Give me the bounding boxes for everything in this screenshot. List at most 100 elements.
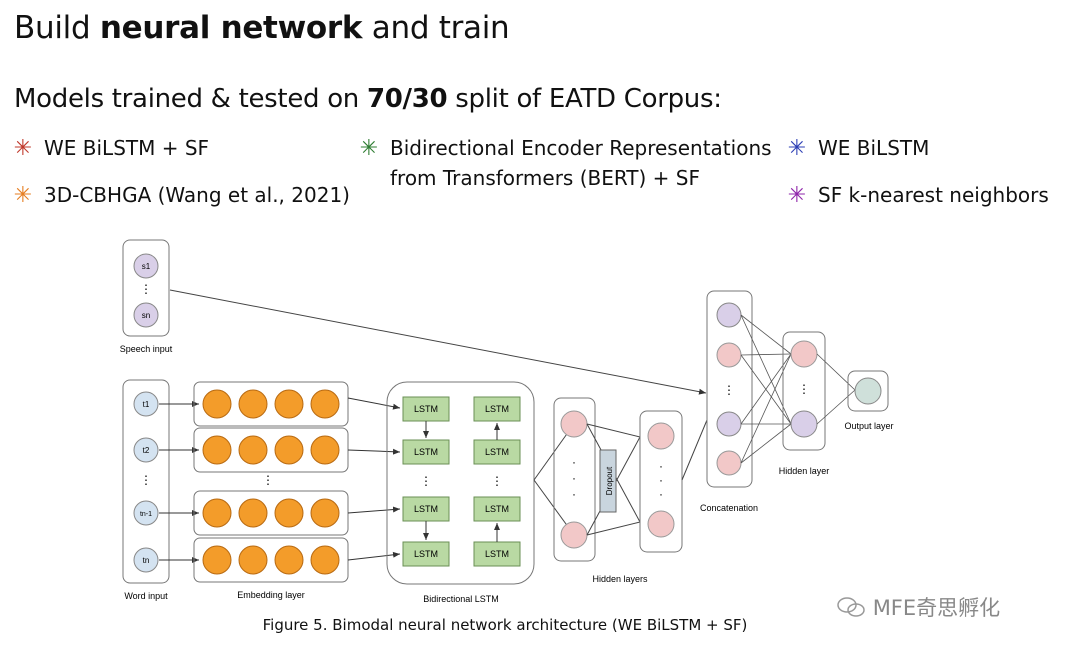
- lstm-cell-label: LSTM: [414, 549, 438, 559]
- word-node: [133, 391, 159, 417]
- embedding-row-box: [193, 381, 349, 427]
- word-input-box: [122, 379, 170, 584]
- red-star-icon: ✳: [13, 136, 33, 161]
- word-node-label: tn-1: [140, 511, 152, 518]
- word-node-label: tn: [143, 556, 150, 565]
- lstm-cell: [473, 496, 521, 522]
- lstm-cell: [402, 396, 450, 422]
- ellipsis: ⋮: [140, 473, 152, 487]
- embedding-row: [193, 381, 349, 427]
- model-item-we-bilstm: ✳WE BiLSTM: [786, 133, 930, 164]
- hidden-unit: [790, 410, 818, 438]
- concatenation-label: Concatenation: [700, 503, 758, 513]
- blue-star-icon: ✳: [787, 136, 807, 161]
- output-layer-box: [847, 370, 889, 412]
- watermark: MFE奇思孵化: [836, 592, 1000, 622]
- ellipsis: ⋮: [491, 474, 503, 488]
- speech-node: [133, 253, 159, 279]
- embedding-unit: [202, 435, 232, 465]
- green-star-icon: ✳: [359, 136, 379, 161]
- embedding-unit: [274, 389, 304, 419]
- ellipsis: ·: [659, 459, 663, 473]
- speech-node: [133, 302, 159, 328]
- output-unit: [854, 377, 882, 405]
- ellipsis: ·: [659, 487, 663, 501]
- lstm-cell-label: LSTM: [414, 504, 438, 514]
- word-node: [133, 500, 159, 526]
- watermark-text: MFE奇思孵化: [872, 596, 1001, 620]
- lstm-forward-column: LSTM LSTM ⋮ LSTM LSTM: [402, 396, 450, 567]
- ellipsis: ⋮: [140, 282, 152, 296]
- lstm-cell-label: LSTM: [414, 404, 438, 414]
- dropout-block: [599, 449, 617, 513]
- embedding-unit: [238, 435, 268, 465]
- lstm-cell: [402, 439, 450, 465]
- lstm-cell: [473, 396, 521, 422]
- lstm-cell-label: LSTM: [485, 504, 509, 514]
- embedding-row: [193, 490, 349, 536]
- embedding-unit: [310, 389, 340, 419]
- ellipsis: ·: [572, 455, 576, 469]
- hidden-layers-label: Hidden layers: [592, 574, 648, 584]
- embedding-unit: [238, 545, 268, 575]
- embedding-unit: [310, 498, 340, 528]
- embedding-row: [193, 537, 349, 583]
- embedding-unit: [274, 435, 304, 465]
- lstm-cell-label: LSTM: [485, 404, 509, 414]
- final-hidden-layer-box: [782, 331, 826, 451]
- embed-to-lstm-arrow: [347, 551, 401, 561]
- orange-star-icon: ✳: [13, 183, 33, 208]
- word-node: [133, 547, 159, 573]
- speech-to-concat-arrow: [169, 289, 707, 395]
- slide-title: Build neural network and train: [14, 10, 510, 46]
- hidden-layer-label: Hidden layer: [779, 466, 830, 476]
- hidden-to-output-line: [816, 389, 856, 425]
- concat-unit: [716, 302, 742, 328]
- embedding-unit: [202, 389, 232, 419]
- ellipsis: ⋮: [798, 382, 810, 396]
- lstm-cell: [402, 496, 450, 522]
- embedding-unit: [310, 545, 340, 575]
- purple-star-icon: ✳: [787, 183, 807, 208]
- speech-node-label: s1: [142, 262, 151, 271]
- embedding-unit: [274, 498, 304, 528]
- ellipsis: ⋮: [723, 383, 735, 397]
- word-node-label: t1: [143, 400, 150, 409]
- dropout-connection: [586, 521, 641, 536]
- hidden-unit: [790, 340, 818, 368]
- concat-unit: [716, 342, 742, 368]
- ellipsis: ⋮: [420, 474, 432, 488]
- word-input-label: Word input: [124, 591, 168, 601]
- lstm-cell-label: LSTM: [485, 549, 509, 559]
- hidden-layer-2-box: [639, 410, 683, 553]
- embedding-unit: [238, 498, 268, 528]
- figure-caption: Figure 5. Bimodal neural network archite…: [262, 616, 748, 634]
- bilstm-box: [386, 381, 535, 585]
- embedding-row: [193, 427, 349, 473]
- embedding-unit: [238, 389, 268, 419]
- speech-input-label: Speech input: [120, 344, 173, 354]
- hidden-unit: [560, 521, 588, 549]
- bilstm-label: Bidirectional LSTM: [423, 594, 499, 604]
- lstm-backward-column: LSTM LSTM ⋮ LSTM LSTM: [473, 396, 521, 567]
- output-layer-label: Output layer: [844, 421, 893, 431]
- hidden-to-concat-line: [681, 419, 708, 481]
- dropout-connection: [586, 423, 641, 438]
- embed-to-lstm-arrow: [347, 397, 401, 410]
- embed-to-lstm-arrow: [347, 448, 401, 455]
- embedding-unit: [202, 545, 232, 575]
- dropout-label: Dropout: [605, 466, 614, 495]
- wechat-icon: [837, 597, 865, 617]
- embedding-unit: [310, 435, 340, 465]
- model-item-3d-cbhga: ✳3D-CBHGA (Wang et al., 2021): [12, 180, 350, 211]
- concat-unit: [716, 411, 742, 437]
- ellipsis: ⋮: [262, 473, 274, 487]
- slide-subtitle: Models trained & tested on 70/30 split o…: [14, 84, 722, 114]
- model-item-sf-knn: ✳SF k-nearest neighbors: [786, 180, 1049, 211]
- embed-to-lstm-arrow: [347, 506, 401, 514]
- model-item-we-bilstm-sf: ✳WE BiLSTM + SF: [12, 133, 209, 164]
- embedding-unit: [202, 498, 232, 528]
- concatenation-box: [706, 290, 753, 488]
